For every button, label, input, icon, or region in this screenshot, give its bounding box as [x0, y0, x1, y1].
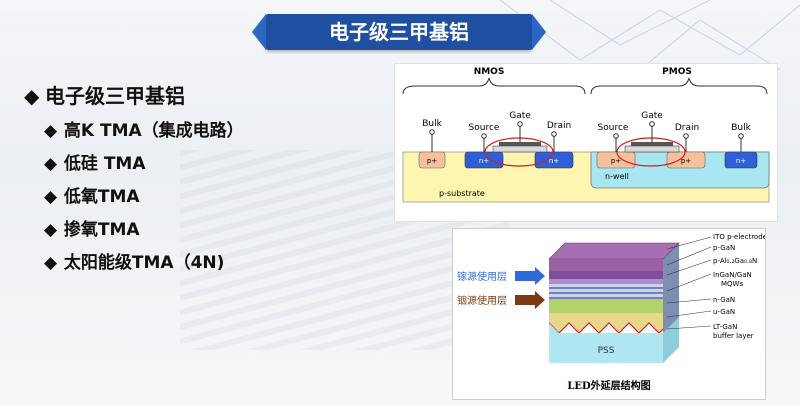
indium-source-label: 铟源使用层 [457, 294, 507, 307]
sub-bullet-text: 低硅 TMA [63, 154, 146, 174]
layer-label: p-Al₀.₂Ga₀.₈N [713, 257, 757, 265]
sub-bullet: ◆ 太阳能级TMA（4N) [44, 248, 224, 273]
nmos-label: NMOS [474, 67, 505, 77]
n-well [590, 151, 770, 189]
terminal-label: Gate [509, 111, 531, 121]
pss-interface-line [548, 322, 664, 334]
terminal-label: Source [469, 123, 500, 133]
pmos-gate [624, 145, 680, 153]
n-gan-layer [549, 299, 663, 313]
mqw-layers [549, 284, 663, 299]
sub-bullet: ◆ 掺氧TMA [44, 215, 140, 240]
layer-label: ITO p-electrode [713, 233, 765, 241]
indium-arrow-icon [515, 291, 545, 309]
diamond-bullet-icon: ◆ [44, 187, 58, 207]
main-bullet: ◆ 电子级三甲基铝 [24, 80, 185, 109]
cmos-figure: NMOS PMOS p-substrate n-well p+ n+ n+ Bu… [394, 63, 778, 222]
region-label: n+ [736, 157, 746, 165]
led-caption: LED外延层结构图 [567, 379, 650, 392]
pmos-label: PMOS [662, 67, 692, 77]
layer-label: InGaN/GaN [713, 271, 752, 279]
layer-label: n-GaN [713, 296, 735, 304]
terminal-label: Drain [675, 123, 699, 133]
diamond-bullet-icon: ◆ [44, 253, 58, 273]
terminal-label: Drain [547, 121, 571, 131]
sub-bullet-text: 低氧TMA [63, 187, 140, 207]
pss-label: PSS [598, 346, 615, 356]
diamond-bullet-icon: ◆ [24, 84, 40, 108]
terminal-label: Bulk [731, 123, 751, 133]
sub-bullet: ◆ 低氧TMA [44, 182, 140, 207]
p-gan-layer [549, 271, 663, 279]
u-gan-layer [549, 313, 663, 323]
slide-title: 电子级三甲基铝 [329, 20, 469, 44]
led-diagram: 镓源使用层 铟源使用层 PSS [457, 233, 767, 392]
region-label: n+ [479, 157, 489, 165]
pss-substrate [549, 333, 663, 363]
pmos-gate-highlight [616, 137, 686, 167]
region-label: p+ [681, 157, 691, 165]
nmos-gate-highlight [484, 137, 554, 167]
terminal-label: Source [598, 123, 629, 133]
sub-bullet: ◆ 低硅 TMA [44, 149, 146, 174]
background-network-lines [499, 0, 800, 70]
region-label: p+ [427, 157, 437, 165]
ito-layer [549, 259, 663, 271]
main-bullet-text: 电子级三甲基铝 [44, 84, 185, 108]
nmos-gate-contact [499, 142, 541, 146]
led-figure: 镓源使用层 铟源使用层 PSS [452, 228, 767, 400]
terminal-label: Gate [641, 111, 663, 121]
terminal-label: Bulk [422, 119, 442, 129]
sub-bullet-text: 掺氧TMA [63, 220, 140, 240]
gallium-arrow-icon [515, 267, 545, 285]
layer-label: u-GaN [713, 308, 735, 316]
nmos-gate [492, 145, 548, 153]
pmos-gate-contact [631, 142, 673, 146]
region-label: n+ [549, 157, 559, 165]
cmos-diagram: NMOS PMOS p-substrate n-well p+ n+ n+ Bu… [402, 67, 770, 203]
diamond-bullet-icon: ◆ [44, 220, 58, 240]
lt-gan-buffer [549, 323, 663, 333]
layer-label: p-GaN [713, 244, 735, 252]
stack-top-face [548, 242, 680, 260]
sub-bullet: ◆ 高K TMA（集成电路） [44, 116, 244, 141]
slide-title-bar: 电子级三甲基铝 [252, 14, 546, 50]
gallium-source-label: 镓源使用层 [457, 270, 507, 283]
diamond-bullet-icon: ◆ [44, 121, 58, 141]
well-label: n-well [605, 172, 629, 181]
p-algan-layer [549, 279, 663, 284]
layer-label: buffer layer [713, 332, 754, 340]
substrate-label: p-substrate [439, 189, 485, 198]
diamond-bullet-icon: ◆ [44, 154, 58, 174]
region-label: p+ [611, 157, 621, 165]
sub-bullet-text: 太阳能级TMA（4N) [63, 253, 225, 273]
sub-bullet-text: 高K TMA（集成电路） [63, 121, 244, 141]
layer-label: MQWs [721, 280, 743, 288]
layer-label: LT-GaN [713, 323, 737, 331]
